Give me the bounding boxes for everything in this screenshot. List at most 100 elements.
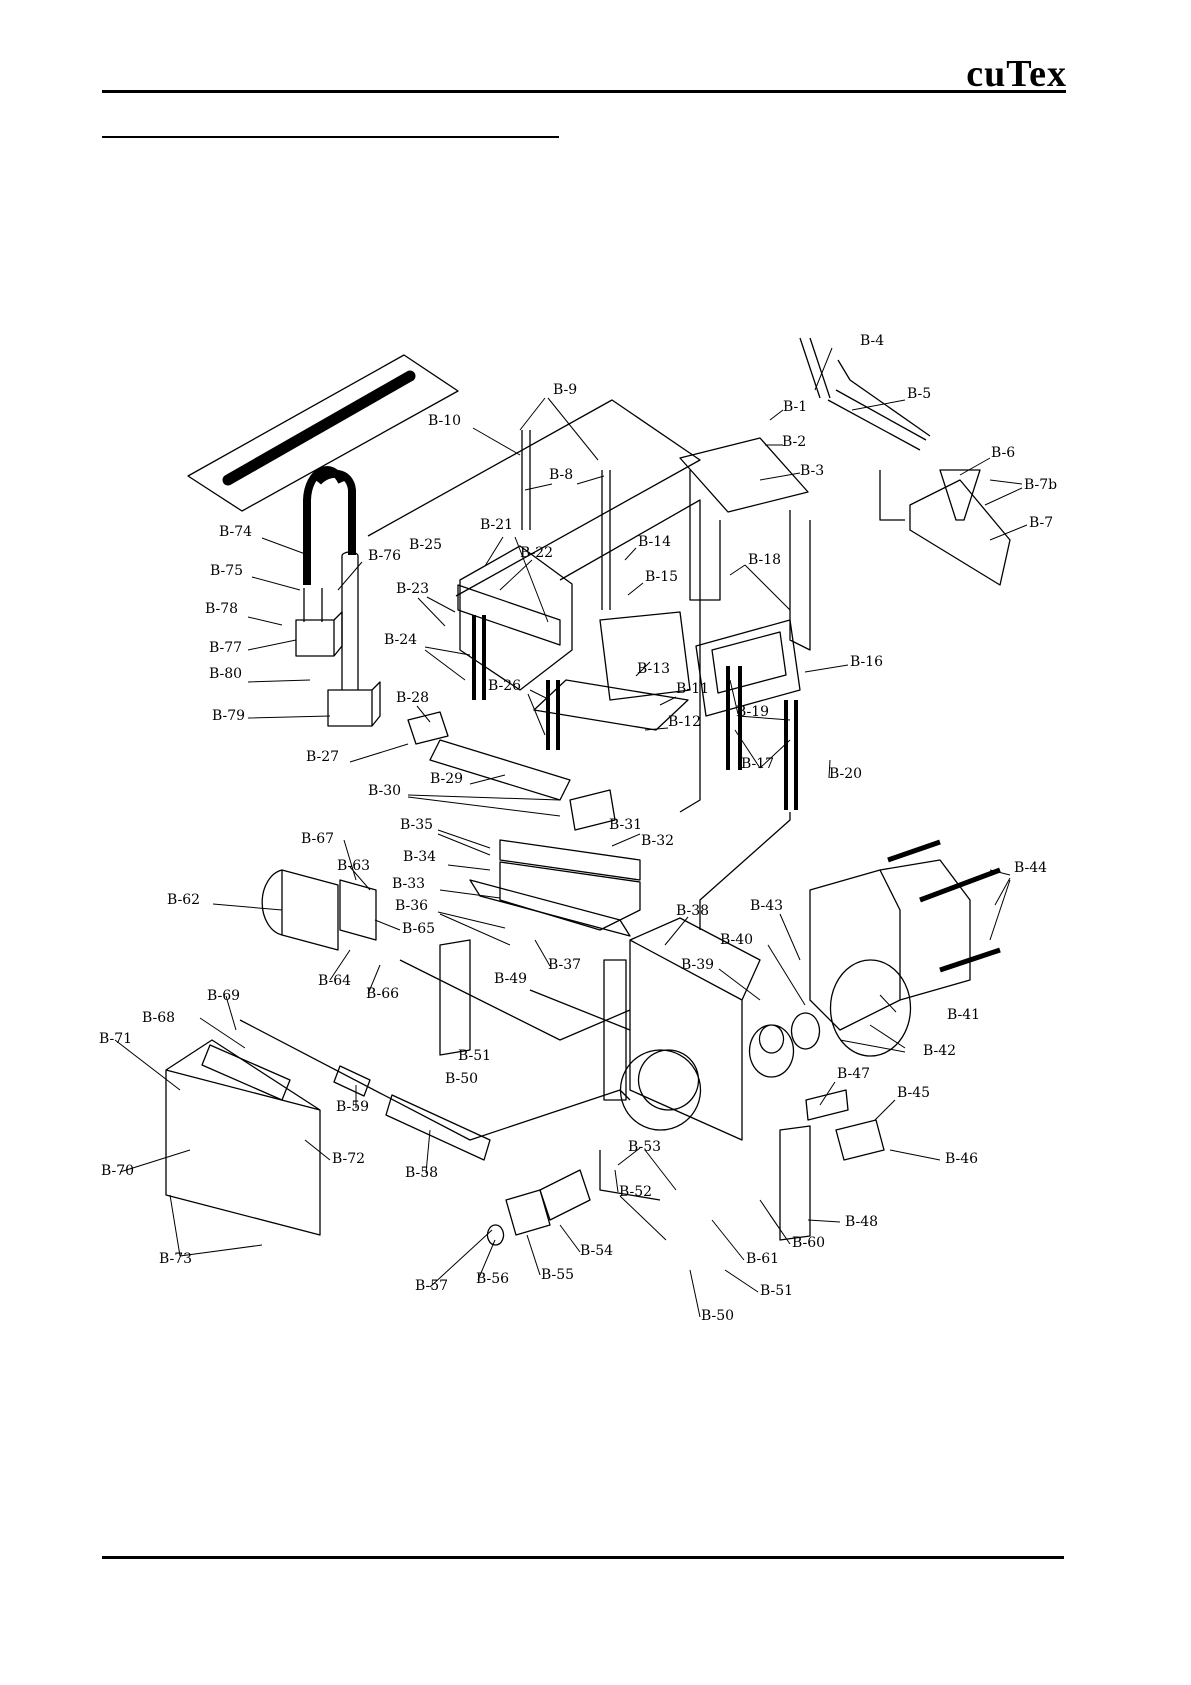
part-b54 [539,1169,591,1221]
part-label-b-9: B-9 [553,382,577,398]
spring-b24 [472,615,486,700]
part-label-b-43: B-43 [750,898,783,914]
part-label-b-25: B-25 [409,537,442,553]
part-label-b-26: B-26 [488,678,521,694]
assembly-line-b [699,812,791,930]
part-label-b-41: B-41 [947,1007,980,1023]
shaft-b8b [601,470,611,610]
part-label-b-64: B-64 [318,973,351,989]
part-label-b-39: B-39 [681,957,714,973]
part-label-b-52: B-52 [619,1184,652,1200]
plate-b49 [439,939,471,1056]
part-label-b-18: B-18 [748,552,781,568]
part-labels: B-1B-2B-3B-4B-5B-6B-7bB-7B-8B-9B-10B-11B… [99,333,1057,1324]
spring-b26 [546,680,560,750]
bracket-b3 [679,437,811,651]
block-b77 [295,611,343,657]
part-label-b-51: B-51 [458,1048,491,1064]
part-label-b-77: B-77 [209,640,242,656]
plate-b47 [805,1089,849,1121]
part-label-b-71: B-71 [99,1031,132,1047]
spring-b19b [784,700,798,810]
part-label-b-29: B-29 [430,771,463,787]
block-b7 [909,479,1011,586]
bearing-b39 [748,1024,795,1078]
cross-bar [459,545,573,691]
block-b13 [599,611,691,701]
part-label-b-1: B-1 [783,399,807,415]
header-rule [102,90,1066,93]
assembly-line-e [599,1150,661,1201]
part-label-b-67: B-67 [301,831,334,847]
part-label-b-68: B-68 [142,1010,175,1026]
part-label-b-33: B-33 [392,876,425,892]
part-label-b-13: B-13 [637,661,670,677]
rail-b33b [469,879,631,937]
part-label-b-54: B-54 [580,1243,613,1259]
part-label-b-74: B-74 [219,524,252,540]
part-label-b-48: B-48 [845,1214,878,1230]
part-label-b-31: B-31 [609,817,642,833]
part-label-b-55: B-55 [541,1267,574,1283]
part-label-b-79: B-79 [212,708,245,724]
drawing-lines [114,337,1028,1318]
block-b31 [569,789,616,831]
part-label-b-76: B-76 [368,548,401,564]
part-label-b-58: B-58 [405,1165,438,1181]
brand-logo: cuTex [966,53,1067,95]
part-label-b-78: B-78 [205,601,238,617]
part-label-b-42: B-42 [923,1043,956,1059]
assembly-line-d [529,989,631,1031]
spring-b19a [726,666,742,770]
block-b45 [835,1119,885,1161]
tubing-strip [222,370,416,486]
part-label-b-3: B-3 [800,463,824,479]
part-label-b-32: B-32 [641,833,674,849]
part-label-b-62: B-62 [167,892,200,908]
plate-b48 [779,1125,811,1241]
roller-b59 [333,1065,371,1097]
motor-b41 [809,859,971,1031]
tubing-hose [303,466,356,585]
part-label-b-22: B-22 [520,545,553,561]
leader-lines [114,347,1028,1318]
route-line [879,470,905,521]
part-label-b-66: B-66 [366,986,399,1002]
bar-b33 [499,839,641,881]
plate-b16 [695,619,801,717]
roller-b58 [385,1094,491,1161]
part-label-b-23: B-23 [396,581,429,597]
part-label-b-2: B-2 [782,434,806,450]
motor-b62 [261,869,339,951]
part-label-b-16: B-16 [850,654,883,670]
section-title-underline [102,136,559,138]
part-label-b-51: B-51 [760,1283,793,1299]
shaft-b8a [521,430,531,530]
part-label-b-45: B-45 [897,1085,930,1101]
part-label-b-30: B-30 [368,783,401,799]
column-b76 [341,551,359,690]
part-label-b-37: B-37 [548,957,581,973]
plate-b63 [339,879,377,941]
part-label-b-57: B-57 [415,1278,448,1294]
part-label-b-11: B-11 [676,681,709,697]
part-label-b-5: B-5 [907,386,931,402]
part-b55 [505,1189,551,1236]
part-label-b-53: B-53 [628,1139,661,1155]
part-label-b-73: B-73 [159,1251,192,1267]
part-label-b-47: B-47 [837,1066,870,1082]
clip-b57 [486,1224,505,1246]
part-label-b-49: B-49 [494,971,527,987]
base-frame-b38 [629,917,761,1141]
part-label-b-34: B-34 [403,849,436,865]
part-label-b-50: B-50 [701,1308,734,1324]
part-label-b-27: B-27 [306,749,339,765]
part-label-b-59: B-59 [336,1099,369,1115]
footer-rule [102,1556,1064,1559]
base-plate-cutout [619,1049,702,1131]
part-label-b-56: B-56 [476,1271,509,1287]
part-label-b-21: B-21 [480,517,513,533]
tube-b75 [303,588,323,622]
part-label-b-6: B-6 [991,445,1015,461]
part-label-b-4: B-4 [860,333,884,349]
